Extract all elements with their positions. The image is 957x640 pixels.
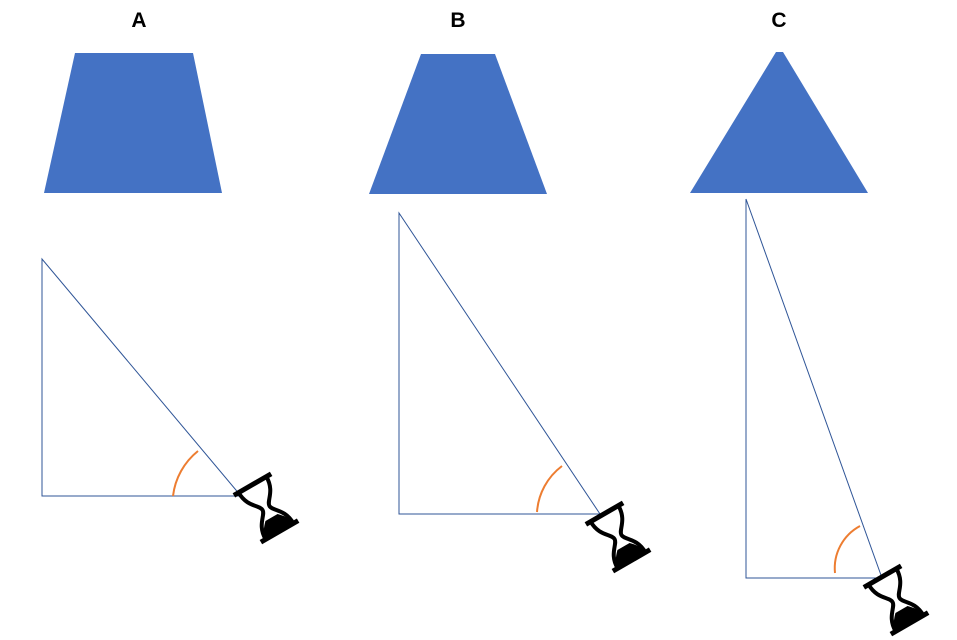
hourglass-icon	[866, 567, 926, 633]
hourglass-icon	[236, 475, 296, 541]
label-c: C	[771, 9, 786, 32]
angle-arc-a	[172, 450, 199, 497]
trapezoid-a	[44, 53, 222, 193]
angle-arc-c	[833, 525, 861, 574]
right-triangle-b	[398, 211, 601, 515]
label-a: A	[131, 9, 146, 32]
right-triangle-c	[745, 198, 883, 579]
label-b: B	[450, 9, 465, 32]
trapezoid-b	[369, 54, 547, 194]
angle-arc-b	[536, 465, 563, 513]
right-triangle-a	[41, 257, 243, 497]
triangle-c	[690, 52, 868, 193]
